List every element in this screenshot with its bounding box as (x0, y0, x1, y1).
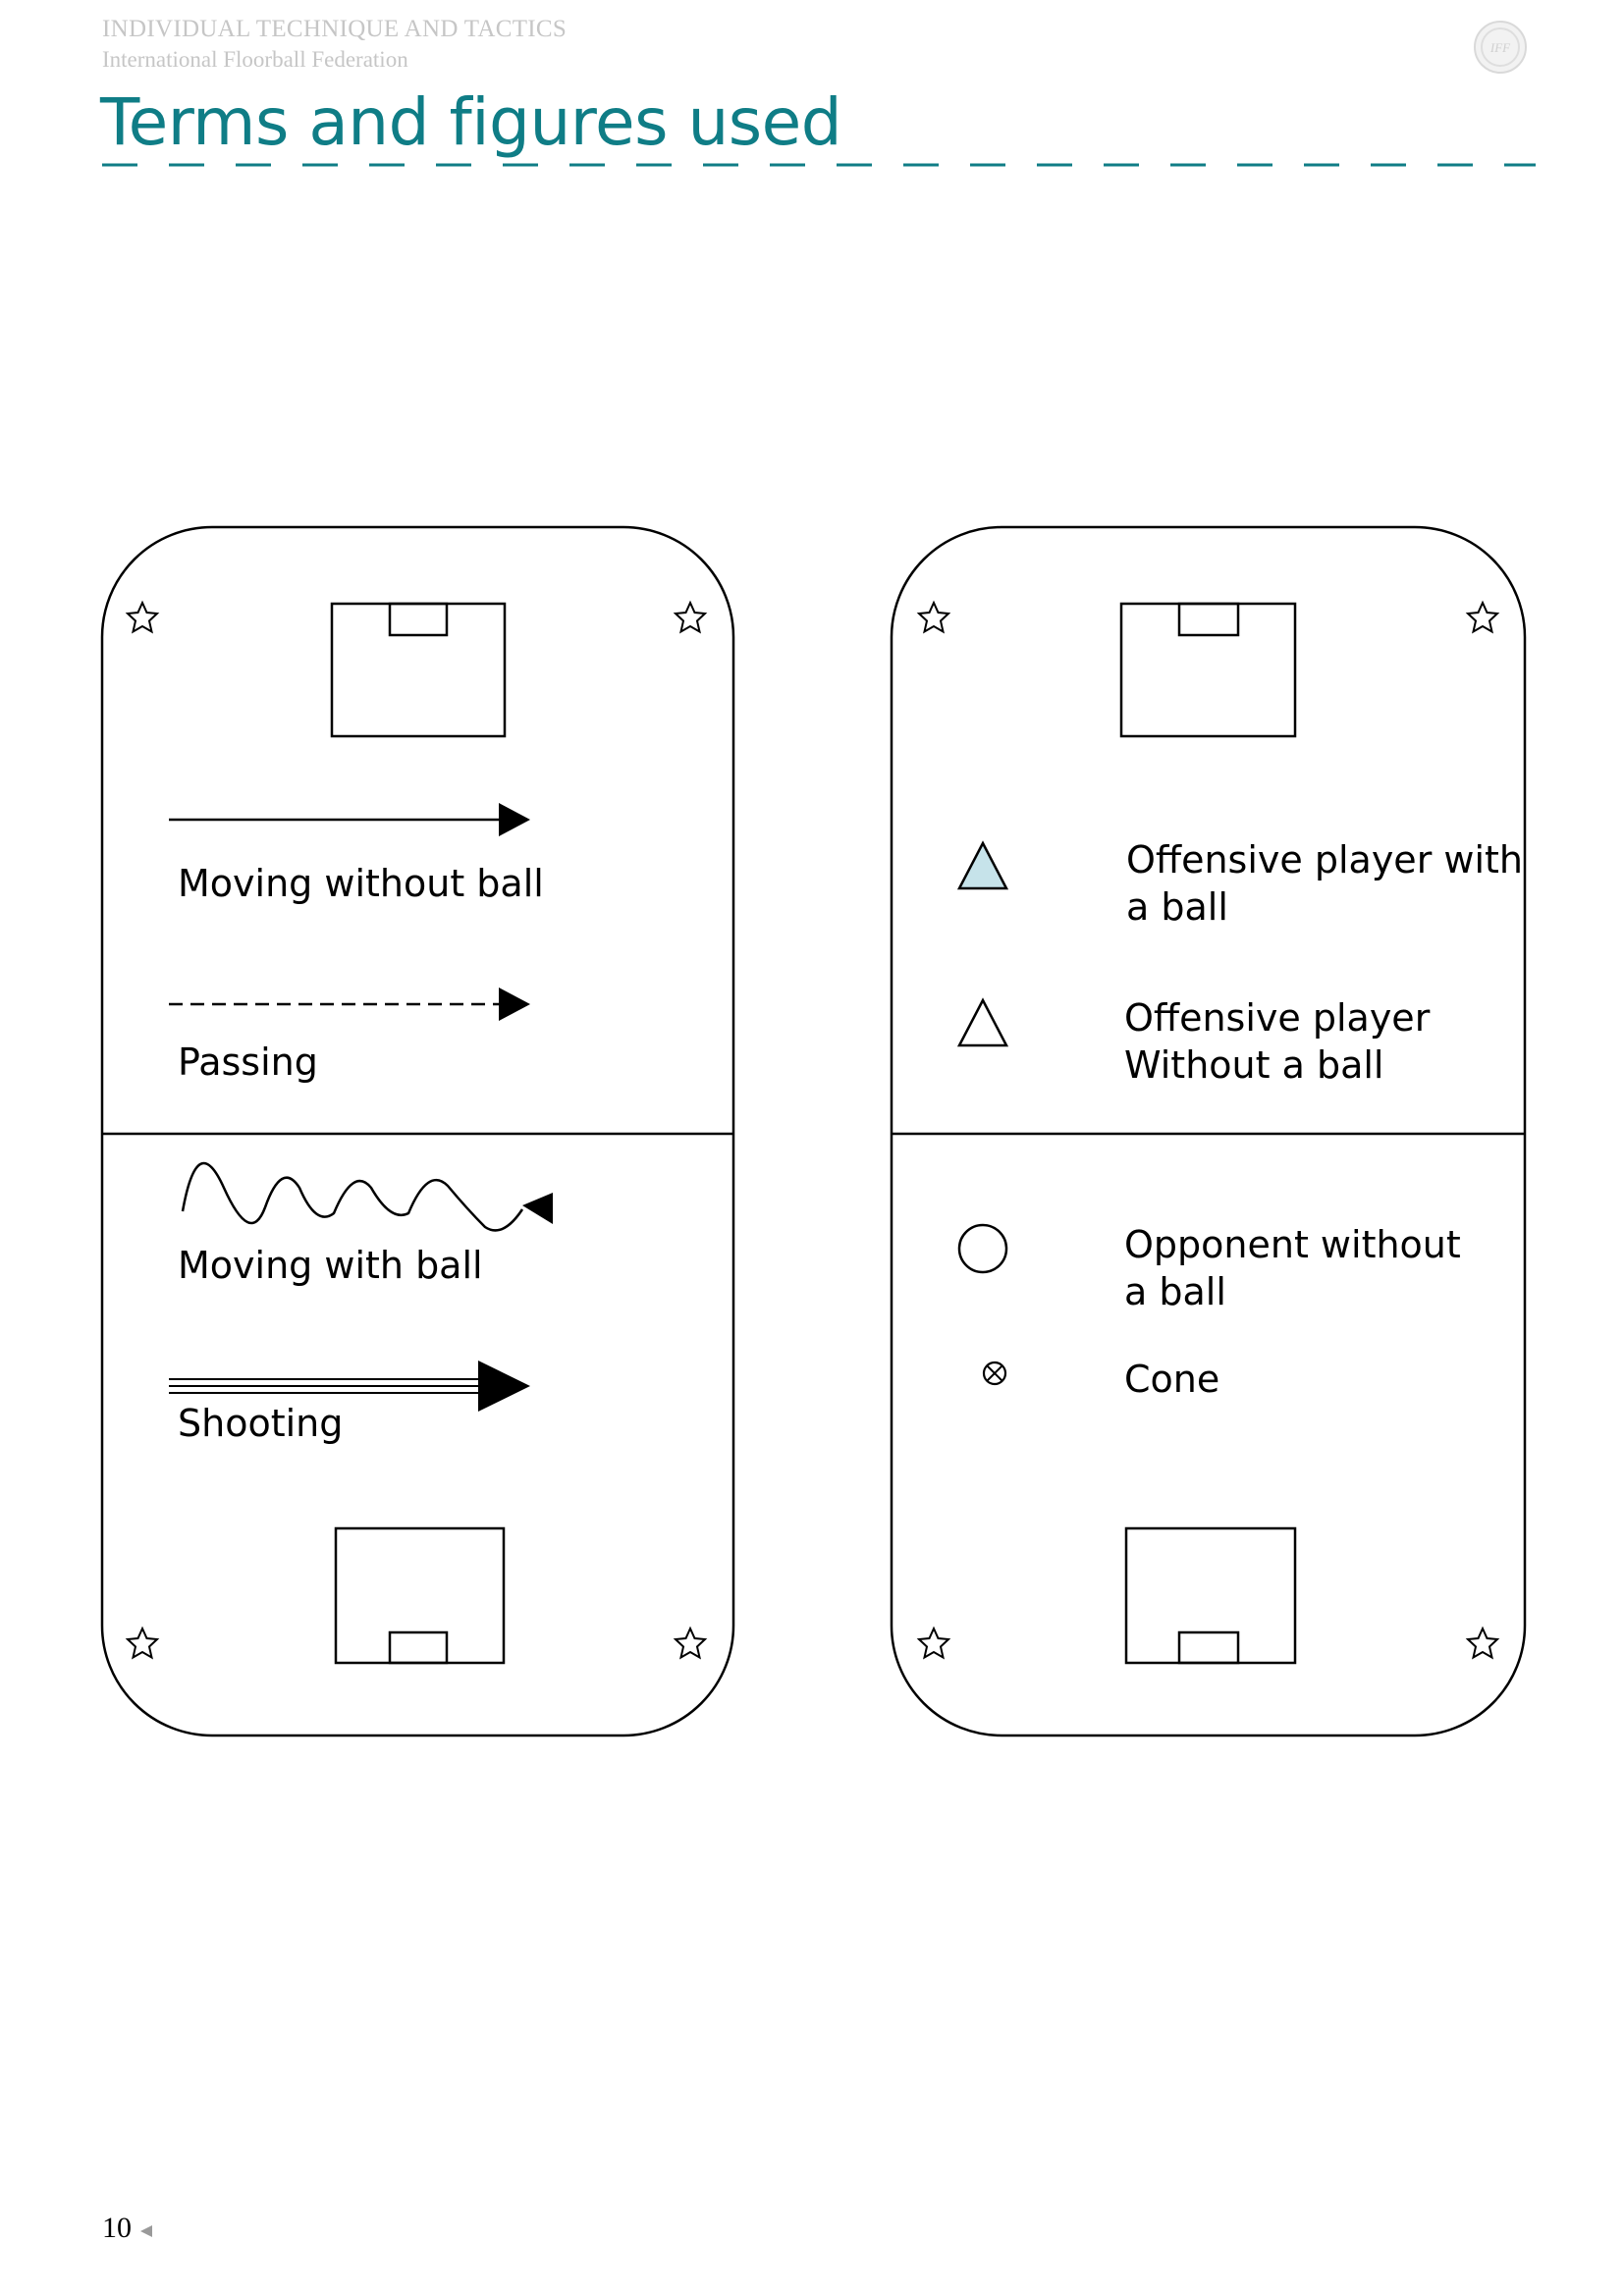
organization-name: International Floorball Federation (102, 47, 408, 72)
right-top-goal (1177, 602, 1240, 637)
right-bottom-goal (1177, 1630, 1240, 1665)
left-top-goal (388, 602, 449, 637)
triangle-icon (956, 997, 1009, 1047)
solid-arrow-symbol (169, 803, 530, 836)
label-cone: Cone (1124, 1358, 1220, 1401)
left-bottom-goal (388, 1630, 449, 1665)
label-offensive-with-ball-line2: a ball (1126, 885, 1228, 929)
double-arrow-symbol (169, 1361, 530, 1412)
page-title: Terms and figures used (100, 84, 842, 160)
circle-icon (957, 1223, 1008, 1274)
label-offensive-with-ball-line1: Offensive player with (1126, 838, 1524, 881)
iff-logo-icon: IFF (1474, 21, 1527, 74)
left-rink-panel (100, 525, 735, 1737)
label-shooting: Shooting (178, 1402, 344, 1445)
label-passing: Passing (178, 1041, 318, 1084)
label-opponent-line2: a ball (1124, 1270, 1226, 1313)
page-number: 10 (102, 2212, 132, 2244)
label-moving-with-ball: Moving with ball (178, 1244, 483, 1287)
wavy-arrow-symbol (181, 1161, 553, 1232)
filled-triangle-icon (956, 840, 1009, 890)
document-series-title: INDIVIDUAL TECHNIQUE AND TACTICS (102, 16, 568, 42)
right-rink-panel (890, 525, 1527, 1737)
label-offensive-without-ball-line1: Offensive player (1124, 996, 1431, 1040)
label-offensive-without-ball-line2: Without a ball (1124, 1043, 1384, 1087)
page-arrow-icon (140, 2225, 152, 2237)
label-moving-without-ball: Moving without ball (178, 862, 544, 905)
left-rink-outline (100, 525, 735, 1737)
label-opponent-line1: Opponent without (1124, 1223, 1461, 1266)
cone-icon (982, 1361, 1007, 1386)
svg-text:IFF: IFF (1489, 40, 1511, 55)
dashed-arrow-symbol (169, 988, 530, 1021)
right-rink-outline (890, 525, 1527, 1737)
